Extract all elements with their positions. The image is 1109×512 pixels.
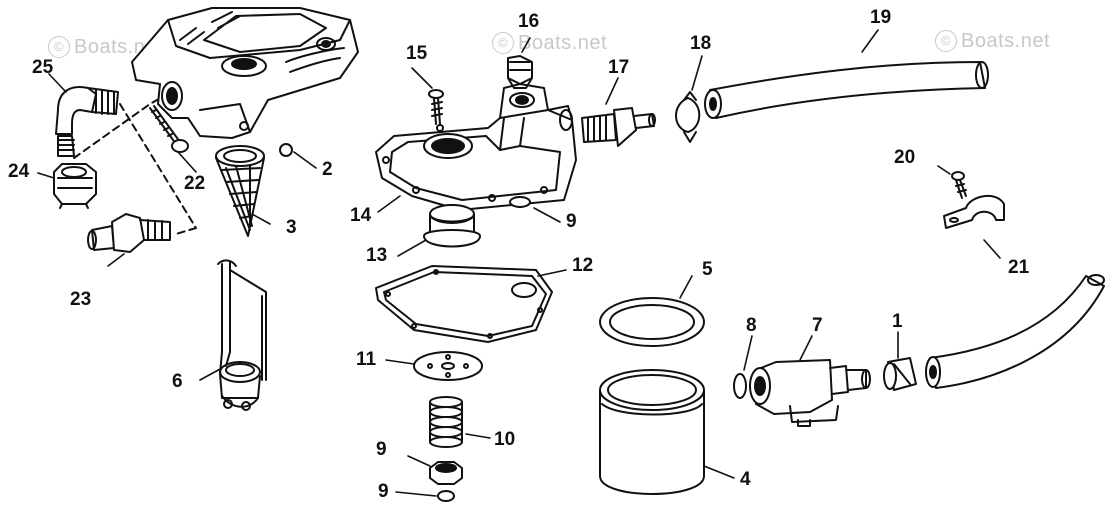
callout-label-25: 24 (8, 161, 30, 182)
callout-label-11: 10 (494, 429, 516, 450)
retainer-10 (430, 462, 462, 484)
callout-label-13: 12 (572, 255, 594, 276)
o-ring-8 (734, 374, 746, 398)
callout-label-21: 20 (894, 147, 916, 168)
leader-lines (38, 30, 1000, 496)
watermark-text: Boats.net (518, 32, 608, 54)
callout-label-26: 25 (32, 57, 54, 78)
callout-label-9-lower: 9 (378, 481, 389, 502)
fuel-hose-20 (705, 62, 988, 118)
screw-16 (429, 90, 443, 124)
callout-label-3: 3 (286, 217, 297, 238)
o-ring-9-upper (510, 197, 530, 207)
hex-fitting-25 (54, 164, 96, 208)
disc-12 (414, 352, 482, 380)
watermark-text: Boats.net (961, 30, 1051, 52)
callout-label-8: 8 (746, 315, 757, 336)
hose-clamp-19 (676, 92, 699, 142)
callout-label-16: 15 (406, 43, 428, 64)
screw-23 (150, 106, 188, 152)
alignment-line (120, 104, 196, 234)
spring-11 (430, 397, 462, 447)
watermark-center: ©Boats.net (492, 32, 607, 55)
cone-filter-3 (216, 146, 264, 236)
fitting-24 (88, 214, 170, 252)
callout-label-5: 5 (702, 259, 713, 280)
pump-cover-15 (376, 84, 576, 210)
hose-barb-fitting-18 (582, 108, 655, 146)
connector-7 (750, 360, 870, 426)
o-ring-2 (280, 144, 292, 156)
callout-label-9-upper: 9 (566, 211, 577, 232)
callout-label-10: 9 (376, 439, 387, 460)
ferrule-1 (884, 358, 916, 390)
callout-label-17: 16 (518, 11, 540, 32)
o-ring-9-lower (438, 491, 454, 501)
callout-label-6: 6 (172, 371, 183, 392)
copyright-symbol: © (492, 32, 514, 54)
cup-14 (424, 205, 480, 247)
callout-label-15: 14 (350, 205, 372, 226)
callout-label-24: 23 (70, 289, 92, 310)
callout-label-20: 19 (870, 7, 892, 28)
callout-label-18: 17 (608, 57, 630, 78)
copyright-symbol: © (935, 30, 957, 52)
clamp-22 (944, 196, 1004, 228)
fuel-pump-housing (132, 8, 358, 138)
diaphragm-13 (376, 266, 552, 342)
watermark-right: ©Boats.net (935, 30, 1050, 53)
copyright-symbol: © (48, 36, 70, 58)
callout-label-12: 11 (356, 349, 377, 370)
callout-label-7: 7 (812, 315, 823, 336)
fuel-hose-lower (926, 275, 1104, 388)
filter-bowl-4 (600, 370, 704, 494)
callout-label-22: 21 (1008, 257, 1030, 278)
filter-bail-6 (218, 260, 266, 410)
callout-label-14: 13 (366, 245, 388, 266)
callout-label-23: 22 (184, 173, 206, 194)
callout-label-2: 2 (322, 159, 333, 180)
callout-label-4: 4 (740, 469, 751, 490)
screw-21 (952, 172, 966, 198)
elbow-fitting-26 (56, 87, 118, 156)
bowl-gasket-5 (600, 298, 704, 346)
plug-17 (508, 56, 532, 88)
callout-label-1: 1 (892, 311, 903, 332)
callout-label-19: 18 (690, 33, 712, 54)
